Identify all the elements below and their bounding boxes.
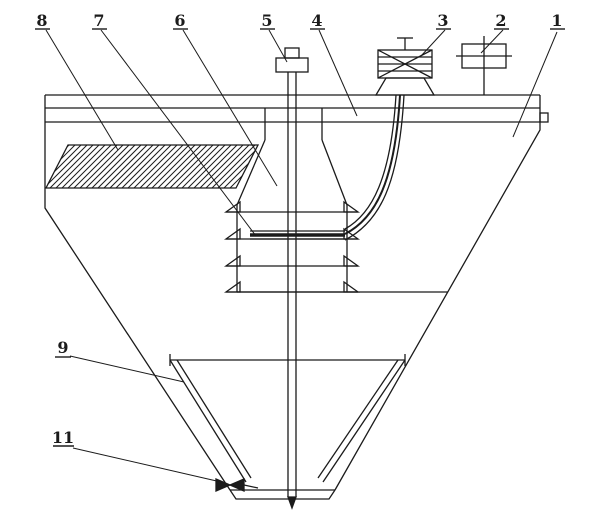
- top-rim: [45, 94, 549, 123]
- leader-lines: [45, 29, 558, 483]
- part-label-11: 11: [52, 428, 74, 447]
- leader-1: [512, 31, 558, 138]
- part-label-9: 9: [57, 338, 68, 357]
- part-label-3: 3: [437, 11, 448, 30]
- feed-pipe: [250, 94, 405, 241]
- discharge-flange: [229, 489, 336, 500]
- leader-6: [182, 29, 278, 187]
- shaft-bottom-tip: [287, 496, 297, 510]
- leader-8: [45, 29, 119, 151]
- central-shaft: [275, 47, 309, 510]
- leader-7: [100, 29, 257, 237]
- baffle-cones: [223, 200, 361, 293]
- tank-outline: [44, 95, 541, 500]
- part-label-5: 5: [261, 11, 272, 30]
- inclined-plate-hatched: [44, 144, 260, 189]
- part-label-8: 8: [36, 11, 47, 30]
- shaft-bearing-cap: [275, 57, 309, 73]
- tank-right-wall: [334, 95, 541, 491]
- motor-base: [374, 77, 436, 96]
- rim-weir-notch: [539, 112, 549, 123]
- part-labels: 8 7 6 5 4 3 2 1 9 11: [36, 11, 562, 447]
- feed-hopper: [456, 36, 512, 95]
- drive-motor: [374, 37, 436, 96]
- leader-5: [268, 29, 288, 63]
- leader-9: [69, 355, 185, 383]
- inner-cone: [169, 354, 406, 483]
- tank-left-wall: [44, 95, 231, 491]
- discharge-valve: [215, 478, 259, 492]
- part-label-7: 7: [93, 11, 104, 30]
- part-label-2: 2: [495, 11, 506, 30]
- part-label-1: 1: [551, 11, 562, 30]
- part-label-6: 6: [174, 11, 185, 30]
- shaft-top-nub: [284, 47, 300, 59]
- label-underlines: [35, 28, 565, 447]
- part-label-4: 4: [311, 11, 322, 30]
- feedwell: [236, 108, 448, 293]
- leader-3: [420, 29, 446, 57]
- leader-11: [72, 447, 222, 483]
- hatch-lines: [47, 144, 256, 189]
- leader-2: [480, 29, 504, 54]
- leader-4: [318, 29, 358, 117]
